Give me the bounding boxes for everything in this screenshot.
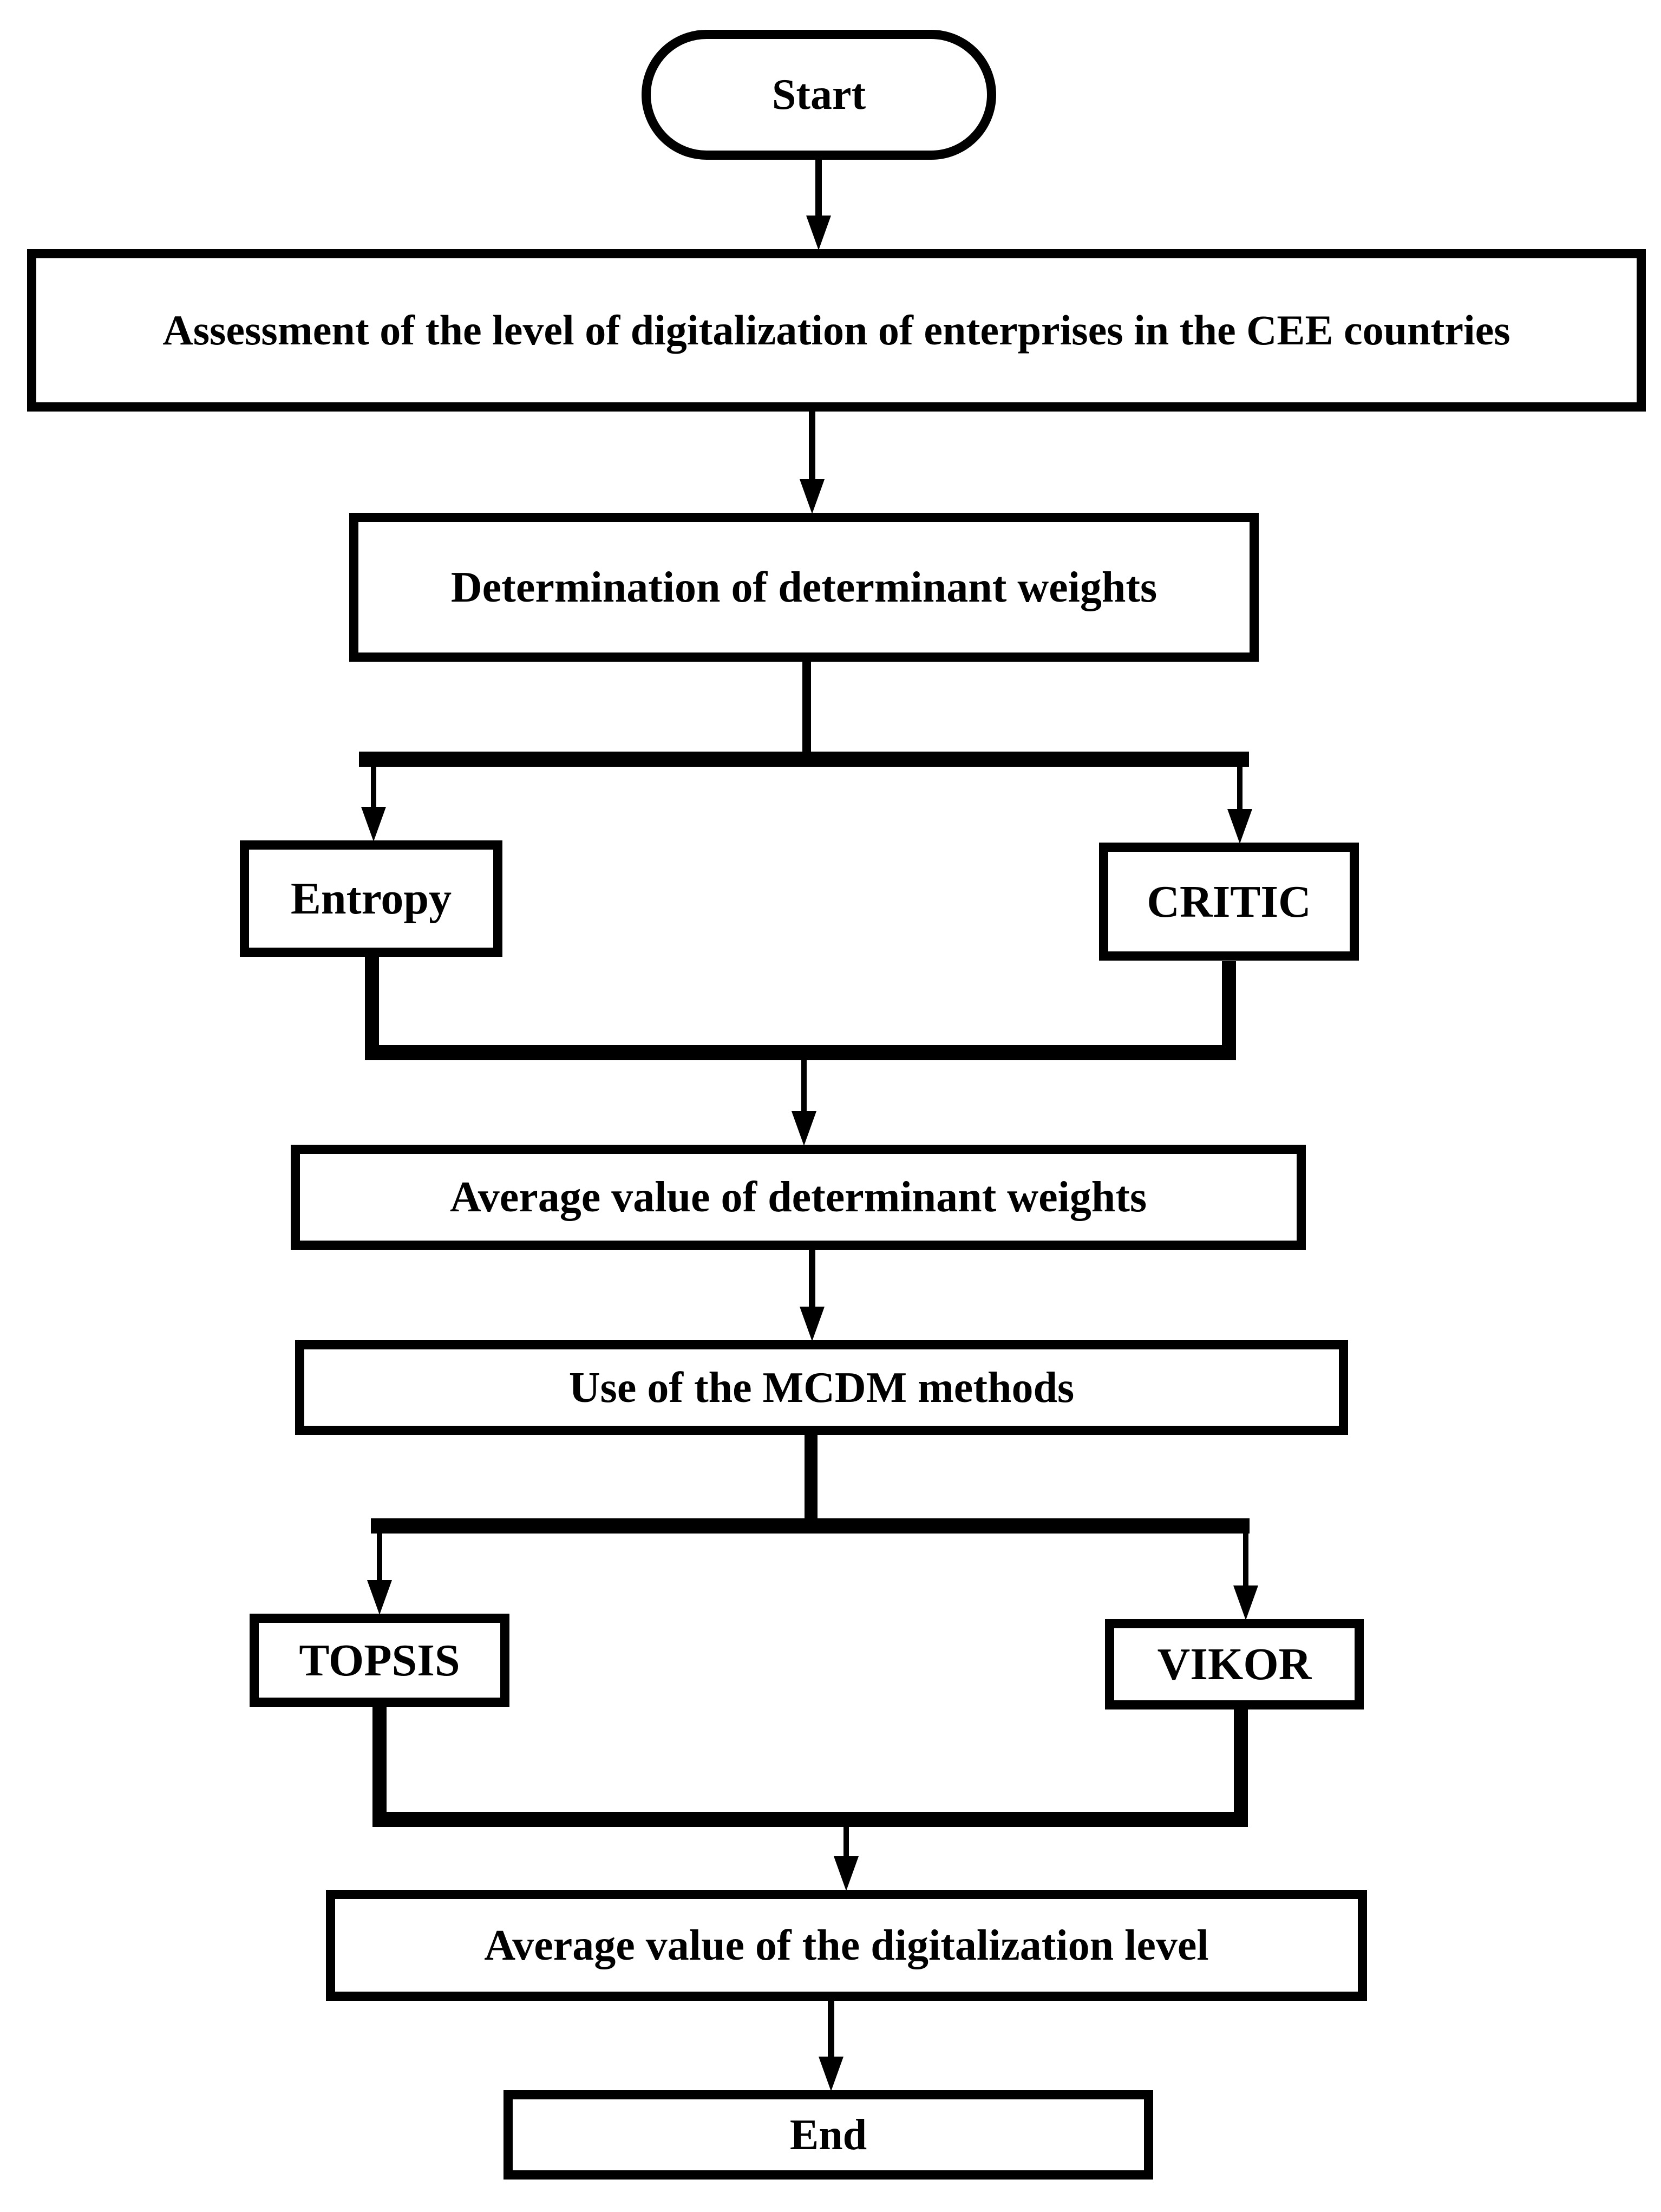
node-determination: Determination of determinant weights: [349, 513, 1259, 662]
node-average-weights-label: Average value of determinant weights: [449, 1173, 1147, 1221]
node-vikor-label: VIKOR: [1157, 1639, 1312, 1689]
edge-branch-entropy-line: [371, 767, 376, 810]
edge-start-assessment-line: [815, 160, 822, 219]
node-topsis-label: TOPSIS: [299, 1635, 460, 1686]
node-end-label: End: [789, 2111, 867, 2159]
node-average-weights: Average value of determinant weights: [291, 1145, 1306, 1250]
edge-start-assessment-arrowhead-icon: [806, 216, 831, 250]
edge-branch-vikor-line: [1243, 1534, 1248, 1585]
edge-branch-topsis-line: [377, 1534, 382, 1581]
node-average-digitalization: Average value of the digitalization leve…: [326, 1890, 1367, 2001]
node-entropy-label: Entropy: [290, 873, 452, 924]
edge-weights-mcdm-line: [809, 1250, 815, 1308]
edge-merge-average-digitalization-line: [843, 1827, 849, 1858]
edge-entropy-merge-leg: [365, 957, 379, 1052]
edge-critic-merge-leg: [1222, 961, 1236, 1052]
node-vikor: VIKOR: [1105, 1619, 1364, 1709]
edge-assessment-determination-arrowhead-icon: [800, 479, 825, 514]
node-start-label: Start: [771, 71, 866, 119]
node-entropy: Entropy: [240, 840, 502, 957]
edge-merge-average-weights-arrowhead-icon: [792, 1111, 816, 1146]
edge-mcdm-branch-bar: [371, 1518, 1250, 1534]
edge-assessment-determination-line: [809, 412, 815, 482]
node-critic: CRITIC: [1099, 843, 1359, 961]
edge-branch-topsis-arrowhead-icon: [367, 1580, 392, 1615]
edge-digitalization-end-line: [828, 2001, 834, 2060]
edge-digitalization-end-arrowhead-icon: [819, 2057, 843, 2091]
edge-mcdm-branch-stem: [805, 1435, 818, 1521]
edge-determination-branch-bar: [359, 752, 1249, 767]
node-mcdm-methods: Use of the MCDM methods: [295, 1340, 1348, 1435]
edge-merge-average-weights-line: [801, 1060, 807, 1112]
edge-topsis-merge-leg: [372, 1707, 387, 1827]
edge-weights-merge-bar: [365, 1045, 1236, 1060]
node-end: End: [503, 2090, 1153, 2180]
node-average-digitalization-label: Average value of the digitalization leve…: [484, 1921, 1209, 1969]
edge-branch-critic-line: [1237, 767, 1243, 812]
edge-branch-vikor-arrowhead-icon: [1233, 1585, 1258, 1620]
node-critic-label: CRITIC: [1147, 876, 1311, 927]
edge-digitalization-merge-bar: [372, 1812, 1248, 1827]
node-mcdm-methods-label: Use of the MCDM methods: [568, 1363, 1075, 1412]
edge-branch-critic-arrowhead-icon: [1227, 809, 1252, 844]
edge-merge-average-digitalization-arrowhead-icon: [834, 1856, 859, 1891]
edge-determination-branch-stem: [802, 662, 811, 754]
node-assessment: Assessment of the level of digitalizatio…: [27, 249, 1646, 412]
node-determination-label: Determination of determinant weights: [450, 563, 1158, 611]
node-topsis: TOPSIS: [250, 1614, 509, 1707]
edge-weights-mcdm-arrowhead-icon: [800, 1307, 825, 1341]
node-start: Start: [642, 30, 996, 160]
edge-branch-entropy-arrowhead-icon: [361, 807, 386, 841]
edge-vikor-merge-leg: [1234, 1709, 1248, 1827]
node-assessment-label: Assessment of the level of digitalizatio…: [162, 306, 1510, 354]
